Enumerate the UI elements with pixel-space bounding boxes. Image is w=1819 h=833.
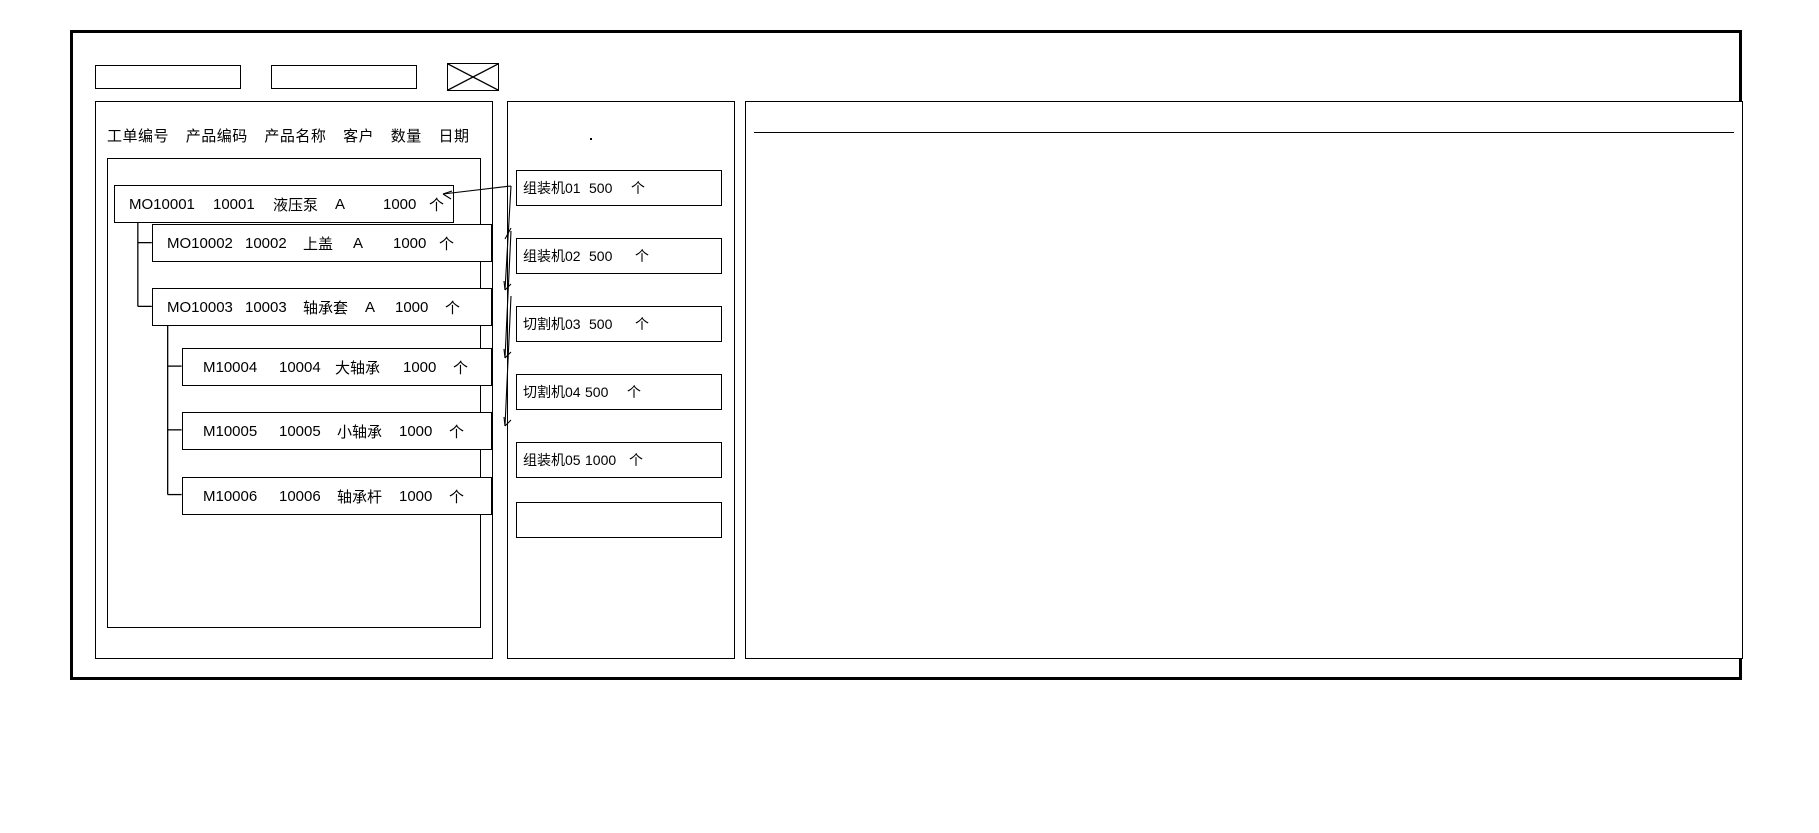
cell-prod-code: 10002 xyxy=(245,234,287,252)
cell-order-no: MO10001 xyxy=(129,195,195,213)
machine-qty: 1000 xyxy=(585,452,617,468)
cell-qty: 1000 xyxy=(399,422,433,440)
machine-card[interactable]: 切割机03 500 个 xyxy=(516,306,722,342)
table-row[interactable]: M10004 10004 大轴承 1000 个 xyxy=(182,348,492,386)
cell-prod-name: 轴承套 xyxy=(303,299,349,317)
toolbar xyxy=(95,63,499,91)
table-row[interactable]: M10006 10006 轴承杆 1000 个 xyxy=(182,477,492,515)
machine-name: 组装机02 xyxy=(523,248,581,264)
panels-container: 工单编号 产品编码 产品名称 客户 数量 日期 xyxy=(95,101,1743,677)
column-header-date: 日期 xyxy=(438,128,470,145)
machine-card-empty[interactable] xyxy=(516,502,722,538)
image-placeholder-icon[interactable] xyxy=(447,63,499,91)
cell-prod-code: 10001 xyxy=(213,195,255,213)
machine-name: 组装机05 xyxy=(523,452,581,468)
machine-card[interactable]: 组装机01 500 个 xyxy=(516,170,722,206)
table-row[interactable]: MO10003 10003 轴承套 A 1000 个 xyxy=(152,288,492,326)
app-window: 工单编号 产品编码 产品名称 客户 数量 日期 xyxy=(70,30,1743,680)
cell-prod-code: 10004 xyxy=(279,358,321,376)
machine-unit: 个 xyxy=(629,452,643,468)
cell-prod-name: 轴承杆 xyxy=(337,488,383,506)
cell-unit: 个 xyxy=(439,235,455,253)
machine-unit: 个 xyxy=(627,384,641,400)
column-header-prod-code: 产品编码 xyxy=(185,128,248,145)
machine-name: 切割机04 xyxy=(523,384,581,400)
machine-qty: 500 xyxy=(589,316,613,332)
cell-order-no: M10004 xyxy=(203,358,258,376)
table-row[interactable]: MO10001 10001 液压泵 A 1000 个 xyxy=(114,185,454,223)
machine-name: 切割机03 xyxy=(523,316,581,332)
cell-order-no: M10006 xyxy=(203,487,258,505)
cell-qty: 1000 xyxy=(399,487,433,505)
machine-card[interactable]: 组装机02 500 个 xyxy=(516,238,722,274)
machine-unit: 个 xyxy=(635,248,649,264)
machine-name: 组装机01 xyxy=(523,180,581,196)
machine-qty: 500 xyxy=(585,384,609,400)
cell-order-no: MO10003 xyxy=(167,298,233,316)
cell-order-no: MO10002 xyxy=(167,234,233,252)
toolbar-field-1[interactable] xyxy=(95,65,241,89)
machine-assignment-panel: 组装机01 500 个 组装机02 500 个 切割机03 500 个 xyxy=(507,101,735,659)
machine-qty: 500 xyxy=(589,248,613,264)
toolbar-field-2[interactable] xyxy=(271,65,417,89)
cell-customer: A xyxy=(365,298,376,316)
detail-panel-divider xyxy=(754,132,1734,133)
cell-prod-name: 上盖 xyxy=(303,235,334,253)
machine-unit: 个 xyxy=(631,180,645,196)
cell-unit: 个 xyxy=(445,299,461,317)
work-order-tree: MO10001 10001 液压泵 A 1000 个 MO10002 10002… xyxy=(107,158,492,628)
cell-unit: 个 xyxy=(429,196,445,214)
cell-qty: 1000 xyxy=(383,195,417,213)
cell-qty: 1000 xyxy=(395,298,429,316)
cell-unit: 个 xyxy=(449,423,465,441)
cell-prod-code: 10005 xyxy=(279,422,321,440)
image-placeholder-icon-glyph xyxy=(448,64,498,90)
column-header-order-no: 工单编号 xyxy=(107,128,170,145)
cell-prod-name: 大轴承 xyxy=(335,359,381,377)
machine-qty: 500 xyxy=(589,180,613,196)
cell-unit: 个 xyxy=(449,488,465,506)
cell-prod-name: 小轴承 xyxy=(337,423,383,441)
detail-panel xyxy=(745,101,1743,659)
cell-order-no: M10005 xyxy=(203,422,258,440)
machine-unit: 个 xyxy=(635,316,649,332)
machine-card[interactable]: 切割机04 500 个 xyxy=(516,374,722,410)
table-row[interactable]: M10005 10005 小轴承 1000 个 xyxy=(182,412,492,450)
panel-marker-dot xyxy=(590,138,592,140)
cell-customer: A xyxy=(335,195,346,213)
cell-prod-code: 10003 xyxy=(245,298,287,316)
cell-qty: 1000 xyxy=(403,358,437,376)
machine-card[interactable]: 组装机05 1000 个 xyxy=(516,442,722,478)
cell-unit: 个 xyxy=(453,359,469,377)
table-row[interactable]: MO10002 10002 上盖 A 1000 个 xyxy=(152,224,492,262)
cell-customer: A xyxy=(353,234,364,252)
column-header-qty: 数量 xyxy=(390,128,422,145)
work-order-panel: 工单编号 产品编码 产品名称 客户 数量 日期 xyxy=(95,101,493,659)
column-header-prod-name: 产品名称 xyxy=(264,128,327,145)
cell-qty: 1000 xyxy=(393,234,427,252)
cell-prod-name: 液压泵 xyxy=(273,196,319,214)
column-headers: 工单编号 产品编码 产品名称 客户 数量 日期 xyxy=(107,125,481,146)
cell-prod-code: 10006 xyxy=(279,487,321,505)
column-header-customer: 客户 xyxy=(343,128,375,145)
